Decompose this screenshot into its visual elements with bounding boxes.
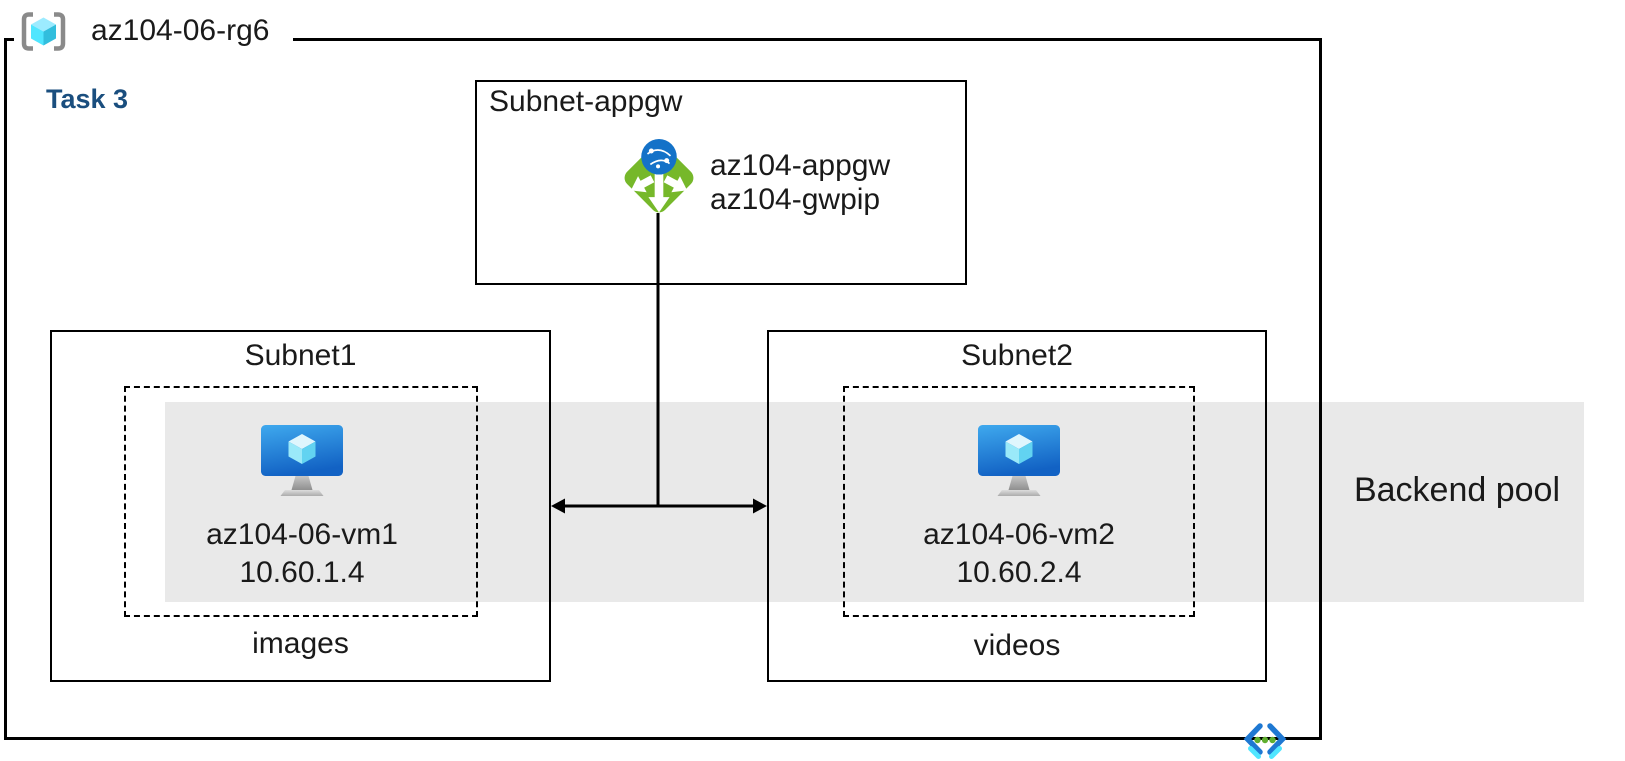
virtual-machine-icon xyxy=(978,425,1060,496)
subnet1-box xyxy=(50,330,551,682)
appgw-name: az104-appgw xyxy=(710,149,891,182)
vm2-labels: az104-06-vm2 10.60.2.4 xyxy=(843,516,1195,592)
virtual-machine-icon xyxy=(261,425,343,496)
subnet2-backend-group xyxy=(843,386,1195,617)
gateway-arrows xyxy=(630,173,688,213)
resource-group-icon xyxy=(21,11,66,51)
subnet-appgw-title: Subnet-appgw xyxy=(489,85,683,118)
virtual-network-icon xyxy=(1243,723,1287,759)
task-label: Task 3 xyxy=(46,84,129,114)
subnet2-box xyxy=(767,330,1267,682)
vm1-labels: az104-06-vm1 10.60.1.4 xyxy=(126,516,478,592)
subnet1-container-label: images xyxy=(252,627,349,660)
backend-pool-band xyxy=(165,402,1584,602)
vm1-ip: 10.60.1.4 xyxy=(239,556,365,589)
vm1-name: az104-06-vm1 xyxy=(206,518,398,551)
subnet2-title: Subnet2 xyxy=(961,339,1073,372)
backend-pool-label: Backend pool xyxy=(1353,471,1561,509)
gwpip-name: az104-gwpip xyxy=(710,183,881,216)
vm2-name: az104-06-vm2 xyxy=(923,518,1115,551)
application-gateway-icon xyxy=(624,139,694,213)
appgw-labels: az104-appgw az104-gwpip xyxy=(710,149,890,217)
subnet1-title: Subnet1 xyxy=(244,339,357,372)
resource-group-boundary xyxy=(4,38,1322,740)
resource-group-name: az104-06-rg6 xyxy=(91,14,270,47)
vm2-ip: 10.60.2.4 xyxy=(956,556,1082,589)
subnet1-backend-group xyxy=(124,386,478,617)
resource-group-label: az104-06-rg6 xyxy=(14,8,294,54)
subnet-appgw-box xyxy=(475,80,967,285)
subnet2-container-label: videos xyxy=(973,629,1061,662)
globe-glyph xyxy=(641,139,677,175)
